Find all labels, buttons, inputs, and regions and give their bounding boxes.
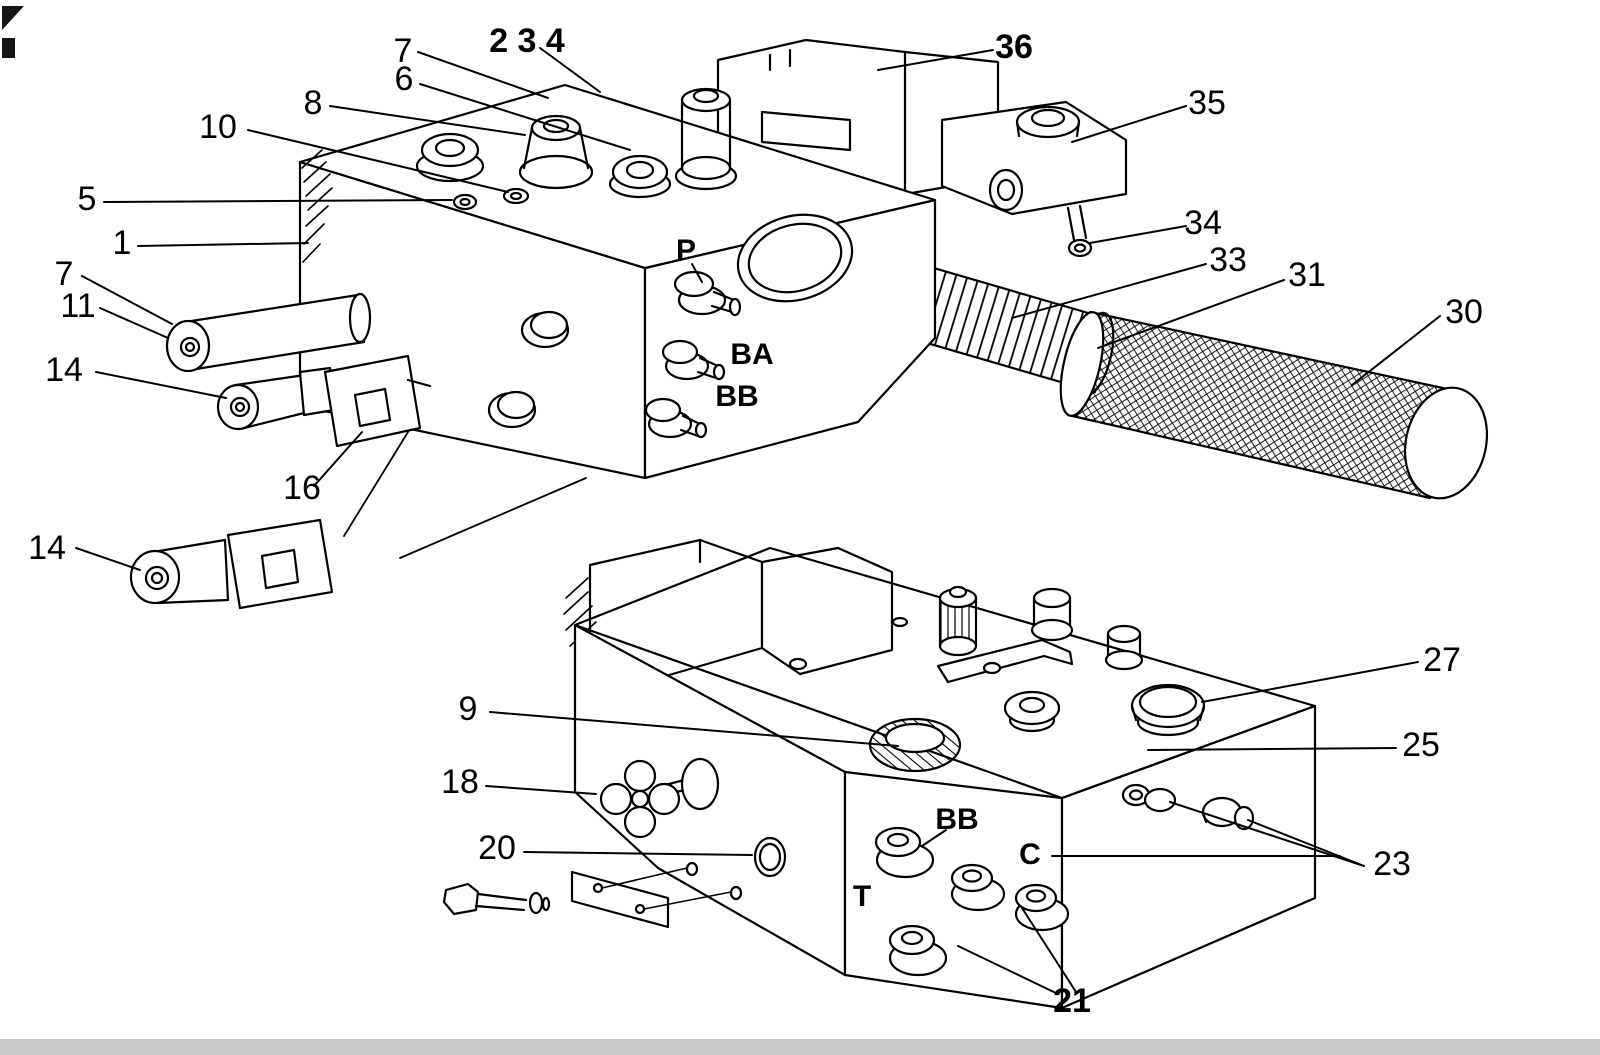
port-label-t: T bbox=[853, 880, 871, 913]
nut-fitting bbox=[1003, 690, 1061, 733]
gauge-hole-20 bbox=[753, 836, 787, 878]
linkage-arm bbox=[936, 638, 1074, 684]
cap-9 bbox=[868, 717, 962, 773]
callout-11: 11 bbox=[60, 287, 95, 325]
fitting-23-a bbox=[1121, 783, 1177, 813]
knurled-fitting bbox=[938, 585, 978, 657]
solenoid-16-upper bbox=[323, 354, 432, 448]
callout-30: 30 bbox=[1445, 293, 1483, 331]
mount-alignment-lines bbox=[343, 431, 587, 559]
callout-6: 6 bbox=[395, 60, 414, 98]
callout-7-upper: 7 bbox=[394, 32, 413, 70]
port-label-c: C bbox=[1019, 838, 1041, 871]
link-34 bbox=[1066, 204, 1093, 258]
port-t bbox=[888, 924, 948, 977]
nut-6 bbox=[608, 154, 672, 199]
callout-8: 8 bbox=[304, 84, 323, 122]
port-c-1 bbox=[950, 863, 1006, 912]
callout-21: 21 bbox=[1053, 982, 1091, 1020]
cap-8 bbox=[415, 132, 485, 183]
scan-artifacts bbox=[2, 6, 24, 58]
relief-valve-35 bbox=[940, 100, 1128, 216]
hex-cap-27 bbox=[1130, 683, 1206, 737]
callout-5: 5 bbox=[78, 180, 97, 218]
cap-10 bbox=[518, 114, 594, 190]
callout-23: 23 bbox=[1373, 845, 1411, 883]
callout-36: 36 bbox=[995, 28, 1033, 66]
callout-10: 10 bbox=[199, 108, 237, 146]
bore-opening bbox=[736, 213, 854, 303]
top-assembly bbox=[129, 38, 1489, 610]
port-label-bb-lower: BB bbox=[935, 803, 978, 836]
callout-35: 35 bbox=[1188, 84, 1226, 122]
callout-33: 33 bbox=[1209, 241, 1247, 279]
solenoid-16-lower bbox=[226, 518, 334, 610]
port-label-ba: BA bbox=[730, 338, 773, 371]
callout-20: 20 bbox=[478, 829, 516, 867]
front-bosses bbox=[487, 310, 570, 429]
plug-14-lower bbox=[129, 538, 230, 605]
cylinder-2-3-4 bbox=[674, 87, 738, 191]
port-p bbox=[673, 270, 742, 317]
plug-11 bbox=[165, 292, 372, 373]
callout-14-lower: 14 bbox=[28, 529, 66, 567]
callout-27: 27 bbox=[1423, 641, 1461, 679]
port-ba bbox=[661, 339, 726, 381]
callout-14-upper: 14 bbox=[45, 351, 83, 389]
mounting-plate bbox=[570, 861, 743, 929]
ring-5-target bbox=[452, 193, 478, 211]
push-in-fitting-2 bbox=[1104, 624, 1144, 671]
callout-1: 1 bbox=[113, 224, 132, 262]
port-label-p: P bbox=[676, 234, 696, 267]
callout-labels: 7 2 3 4 36 6 8 35 10 5 1 34 7 33 31 11 3… bbox=[28, 22, 1483, 1020]
handle-18 bbox=[599, 757, 720, 839]
bottom-assembly bbox=[442, 538, 1317, 1010]
push-in-fitting-1 bbox=[1030, 587, 1074, 642]
footer-bar bbox=[0, 1039, 1600, 1055]
callout-34: 34 bbox=[1184, 204, 1222, 242]
top-face-holes bbox=[788, 616, 1002, 675]
callout-18: 18 bbox=[441, 763, 479, 801]
callout-2-3-4: 2 3 4 bbox=[489, 22, 565, 60]
port-bb-lower bbox=[874, 826, 935, 879]
port-c-2 bbox=[1014, 883, 1070, 932]
knurled-cylinder-30 bbox=[1059, 310, 1489, 500]
callout-9: 9 bbox=[459, 690, 478, 728]
port-bb-upper bbox=[644, 397, 708, 439]
callout-25: 25 bbox=[1402, 726, 1440, 764]
section-hatch-top-block bbox=[301, 149, 333, 263]
callout-16: 16 bbox=[283, 469, 321, 507]
callout-31: 31 bbox=[1288, 256, 1326, 294]
leader-lines bbox=[75, 47, 1441, 995]
ring-10-target bbox=[502, 187, 530, 205]
bolt bbox=[442, 882, 551, 916]
port-label-bb-upper: BB bbox=[715, 380, 758, 413]
plug-14-upper bbox=[216, 366, 336, 431]
callout-7-left: 7 bbox=[55, 255, 74, 293]
